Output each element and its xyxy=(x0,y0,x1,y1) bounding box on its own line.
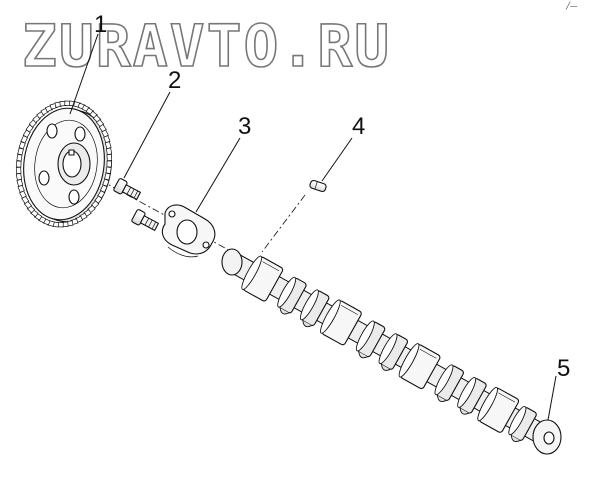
gear-tooth xyxy=(17,147,24,156)
thrust-flange xyxy=(161,204,216,258)
camshaft-journal xyxy=(398,343,441,390)
camshaft-journal xyxy=(320,299,362,346)
camshaft-rear-bore xyxy=(543,431,555,445)
camshaft-lobe xyxy=(508,406,537,442)
camshaft-lobe xyxy=(277,276,307,315)
gear-tooth xyxy=(15,172,23,181)
callout-2: 2 xyxy=(168,67,181,94)
camshaft xyxy=(221,248,562,455)
flange-bolt-hole xyxy=(202,241,210,249)
callout-5: 5 xyxy=(557,355,570,382)
flange-bolt-hole xyxy=(168,210,176,218)
gear-tooth xyxy=(16,154,23,162)
gear-tooth xyxy=(15,166,22,174)
gear-tooth xyxy=(106,154,113,162)
camshaft-lobe xyxy=(434,364,464,402)
camshaft-gear xyxy=(15,100,113,228)
gear-tooth xyxy=(106,160,112,168)
camshaft-segments xyxy=(230,254,551,446)
gear-web-hole xyxy=(74,126,86,142)
flange-center-hole xyxy=(176,219,198,245)
gear-web-hole xyxy=(68,189,80,205)
gear-tooth xyxy=(16,160,22,168)
leader-line-5 xyxy=(547,375,557,421)
key-axis-line xyxy=(261,194,306,253)
camshaft-lobe xyxy=(299,289,330,328)
leader-line-1 xyxy=(69,33,99,115)
gear-tooth xyxy=(105,166,112,174)
leader-line-2 xyxy=(123,91,171,179)
camshaft-lobe xyxy=(378,333,409,371)
gear-tooth xyxy=(105,147,113,156)
gear-tooth xyxy=(16,178,24,187)
watermark-text: ZURAVTO.RU xyxy=(22,12,391,80)
callout-4: 4 xyxy=(352,113,365,140)
gear-bolt xyxy=(113,178,141,200)
woodruff-key xyxy=(309,179,327,193)
camshaft-journal xyxy=(241,255,284,302)
gear-tooth xyxy=(104,172,111,181)
camshaft-journal xyxy=(477,386,520,433)
camshaft-lobe xyxy=(355,320,386,359)
gear-web-hole xyxy=(46,123,58,139)
leader-line-3 xyxy=(195,137,241,213)
gear-web-hole xyxy=(38,170,50,186)
corner-mark: ╱— xyxy=(565,1,577,10)
gear-bolt xyxy=(131,209,159,231)
gear-keyway xyxy=(68,149,75,156)
leader-line-4 xyxy=(321,137,353,182)
camshaft-lobe xyxy=(457,376,487,415)
callout-1: 1 xyxy=(94,11,107,38)
gear-teeth xyxy=(15,100,113,228)
camshaft-nose xyxy=(221,248,243,276)
callout-3: 3 xyxy=(238,113,251,140)
